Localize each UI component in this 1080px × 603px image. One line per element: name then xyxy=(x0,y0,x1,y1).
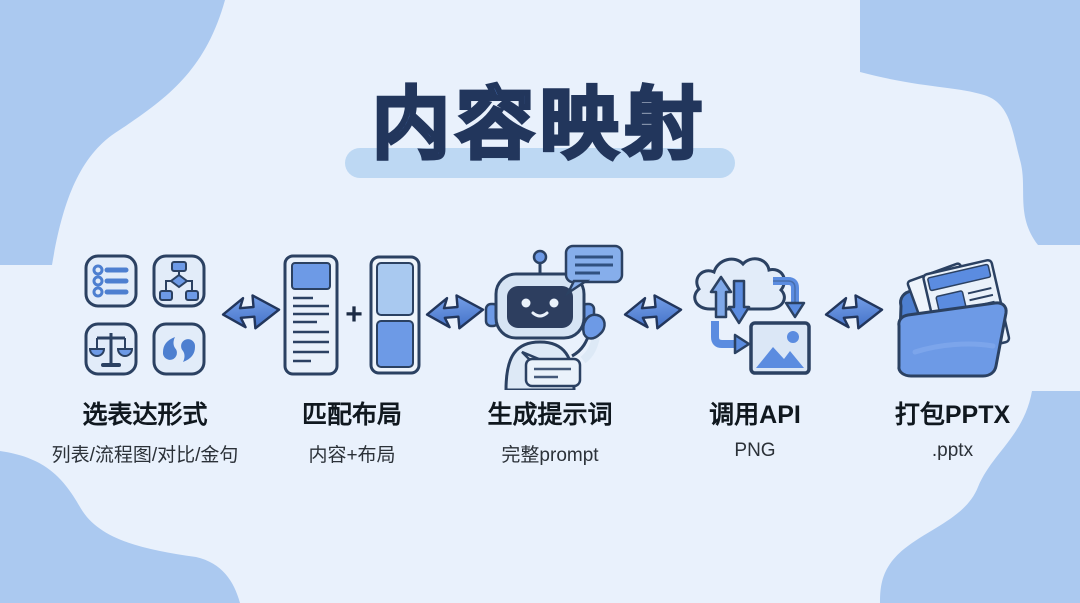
step-title: 调用API xyxy=(709,401,801,429)
balance-scale-icon xyxy=(84,322,138,376)
step-choose-format: 选表达形式 列表/流程图/对比/金句 xyxy=(35,240,255,467)
format-options-grid-icon xyxy=(35,240,255,390)
folder-front xyxy=(897,301,1008,378)
download-arrow-icon xyxy=(727,279,751,325)
step-generate-prompt: 生成提示词 完整prompt xyxy=(455,240,645,467)
step-subtitle: .pptx xyxy=(931,440,974,461)
step-subtitle: 内容+布局 xyxy=(308,445,396,466)
flowchart-icon xyxy=(152,254,206,308)
step-title: 选表达形式 xyxy=(82,401,208,429)
title-highlight-bar xyxy=(345,148,735,178)
layout-card-icon xyxy=(369,255,421,375)
step-package-pptx: 打包PPTX .pptx xyxy=(855,240,1050,462)
list-icon xyxy=(84,254,138,308)
plus-sign: + xyxy=(345,298,363,331)
speech-bubble-body xyxy=(521,350,582,388)
step-title: 匹配布局 xyxy=(301,401,402,429)
arrow-right-icon xyxy=(221,288,283,336)
content-card-icon xyxy=(283,254,339,376)
step-subtitle: 列表/流程图/对比/金句 xyxy=(51,445,239,466)
page-title-block: 内容映射 xyxy=(0,62,1080,178)
arrow-right-icon xyxy=(623,288,685,336)
page-title: 内容映射 xyxy=(370,78,708,170)
robot-chat-icon xyxy=(455,240,645,390)
step-title: 生成提示词 xyxy=(487,401,613,429)
arrow-right-icon xyxy=(824,288,886,336)
cloud-api-image-icon xyxy=(660,240,850,390)
quotation-marks-icon xyxy=(152,322,206,376)
speech-bubble-top xyxy=(564,244,624,297)
image-icon xyxy=(749,321,811,375)
step-call-api: 调用API PNG xyxy=(660,240,850,462)
step-match-layout: + 匹配布局 内容+布局 xyxy=(257,240,447,467)
content-plus-layout-icon: + xyxy=(257,240,447,390)
step-title: 打包PPTX xyxy=(894,401,1011,429)
upload-arrow-icon xyxy=(709,275,733,319)
step-subtitle: PNG xyxy=(734,440,776,461)
arrow-right-icon xyxy=(425,288,487,336)
elbow-arrow-down-icon xyxy=(773,277,799,303)
step-subtitle: 完整prompt xyxy=(501,445,599,466)
open-folder-documents-icon xyxy=(855,240,1050,390)
elbow-arrow-right-icon xyxy=(711,321,735,348)
